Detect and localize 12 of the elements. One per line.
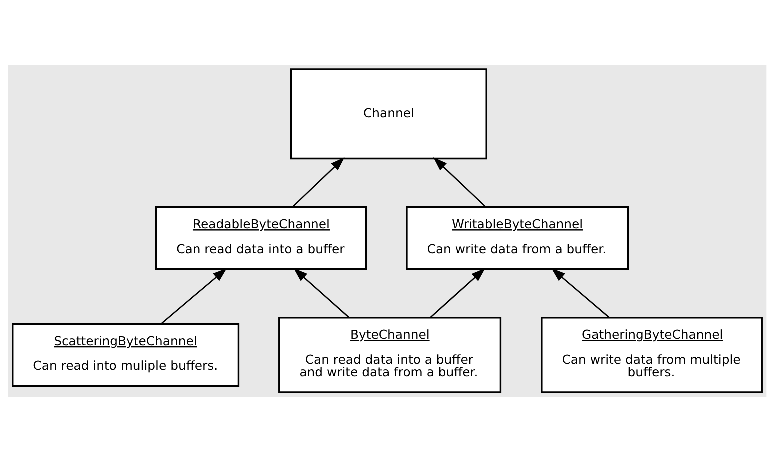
node-box: WritableByteChannel Can write data from a buffer. (406, 206, 630, 270)
arrow (160, 268, 228, 324)
node-box: ReadableByteChannel Can read data into a buffer (155, 206, 368, 270)
arrow (430, 268, 486, 318)
node-box: ScatteringByteChannel Can read into muliple buffers. (12, 323, 240, 388)
arrow (552, 268, 610, 318)
node-box: Channel (290, 68, 488, 160)
node-box: ByteChannel Can read data into a buffer and write data from a buffer. (278, 317, 502, 394)
arrow (294, 268, 350, 318)
arrow (292, 157, 345, 208)
arrow (433, 157, 486, 208)
node-box: GatheringByteChannel Can write data from multiple buffers. (541, 317, 763, 394)
